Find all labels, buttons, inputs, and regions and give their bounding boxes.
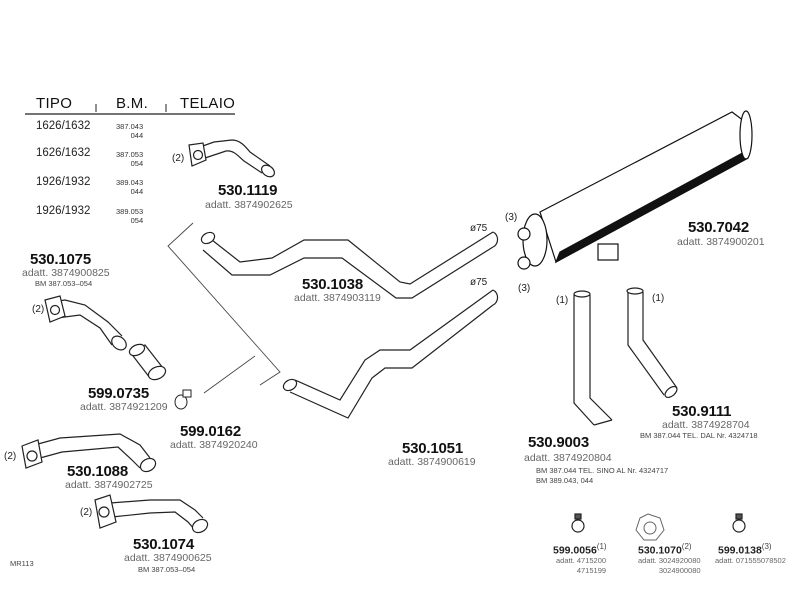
bm-note: BM 387.044 TEL. SINO AL Nr. 4324717: [536, 466, 669, 475]
drawing-code: MR113: [10, 559, 34, 568]
adatt-label: adatt. 3874928704: [662, 419, 750, 431]
qty-label: (1): [652, 293, 665, 304]
muffler-530-7042: [517, 110, 753, 270]
adatt-label: adatt. 3874900825: [22, 267, 110, 279]
part-number-599-0056[interactable]: 599.0056(1): [553, 542, 607, 557]
table-tipo: 1926/1932: [36, 205, 91, 217]
part-number-530-9111[interactable]: 530.9111: [672, 403, 732, 420]
bm-note: BM 387.044 TEL. DAL Nr. 4324718: [640, 431, 758, 440]
bm-note: BM 389.043, 044: [536, 476, 594, 485]
clamp-599-0162: [174, 389, 192, 410]
qty-label: (2): [32, 304, 45, 315]
pipe-530-1119: [188, 139, 276, 178]
adatt-label: adatt. 071555078502: [715, 556, 786, 565]
bracket-lines: [167, 222, 281, 394]
bm-note: BM 387.053–054: [35, 279, 93, 288]
qty-label: (1): [556, 295, 569, 306]
adatt-label: adatt. 3874900625: [124, 552, 212, 564]
table-tipo: 1626/1632: [36, 147, 91, 159]
adatt-label: adatt. 3874902725: [65, 479, 153, 491]
table-header-tipo: TIPO: [36, 95, 73, 112]
pipe-530-1075: [44, 295, 127, 351]
part-number-530-1074[interactable]: 530.1074: [133, 536, 194, 553]
table-tipo: 1626/1632: [36, 120, 91, 132]
table-tipo: 1926/1932: [36, 176, 91, 188]
adatt-label: adatt. 3874920240: [170, 439, 258, 451]
part-number-530-1088[interactable]: 530.1088: [67, 463, 128, 480]
adatt-label: adatt. 3874903119: [294, 292, 381, 304]
table-header-telaio: TELAIO: [180, 95, 236, 112]
part-number-599-0138[interactable]: 599.0138(3): [718, 542, 772, 557]
adatt-label: adatt. 3874921209: [80, 401, 168, 413]
pipe-530-1038: [200, 231, 499, 299]
pipe-530-1051: [282, 289, 499, 419]
qty-label: (3): [518, 283, 531, 294]
part-number-530-1070[interactable]: 530.1070(2): [638, 542, 692, 557]
tailpipe-530-9003: [573, 290, 613, 426]
part-number-530-1051[interactable]: 530.1051: [402, 440, 463, 457]
adatt-label: adatt. 3874900201: [677, 236, 765, 248]
pipe-530-1088: [21, 433, 157, 473]
qty-label: (2): [4, 451, 17, 462]
table-header-bm: B.M.: [116, 95, 149, 112]
adatt-label: adatt. 3874902625: [205, 199, 293, 211]
diameter-label: ø75: [470, 277, 488, 288]
qty-label: (2): [80, 507, 93, 518]
adatt-label: adatt. 3874900619: [388, 456, 476, 468]
qty-label: (2): [172, 153, 185, 164]
part-number-530-9003[interactable]: 530.9003: [528, 434, 589, 451]
tailpipe-530-9111: [626, 287, 678, 399]
part-number-599-0735[interactable]: 599.0735: [88, 385, 149, 402]
part-number-530-1075[interactable]: 530.1075: [30, 251, 91, 268]
sleeve-599-0735: [128, 343, 167, 381]
bm-note: BM 387.053–054: [138, 565, 196, 574]
part-number-530-1119[interactable]: 530.1119: [218, 182, 278, 199]
adatt-label: adatt. 3874920804: [524, 452, 612, 464]
gasket-530-1070: [635, 513, 665, 541]
pipe-530-1074: [94, 494, 209, 534]
part-number-599-0162[interactable]: 599.0162: [180, 423, 241, 440]
diameter-label: ø75: [470, 223, 488, 234]
qty-label: (3): [505, 212, 518, 223]
clamp-599-0056: [571, 513, 585, 533]
part-number-530-1038[interactable]: 530.1038: [302, 276, 363, 293]
part-number-530-7042[interactable]: 530.7042: [688, 219, 749, 236]
clamp-599-0138: [732, 513, 746, 533]
